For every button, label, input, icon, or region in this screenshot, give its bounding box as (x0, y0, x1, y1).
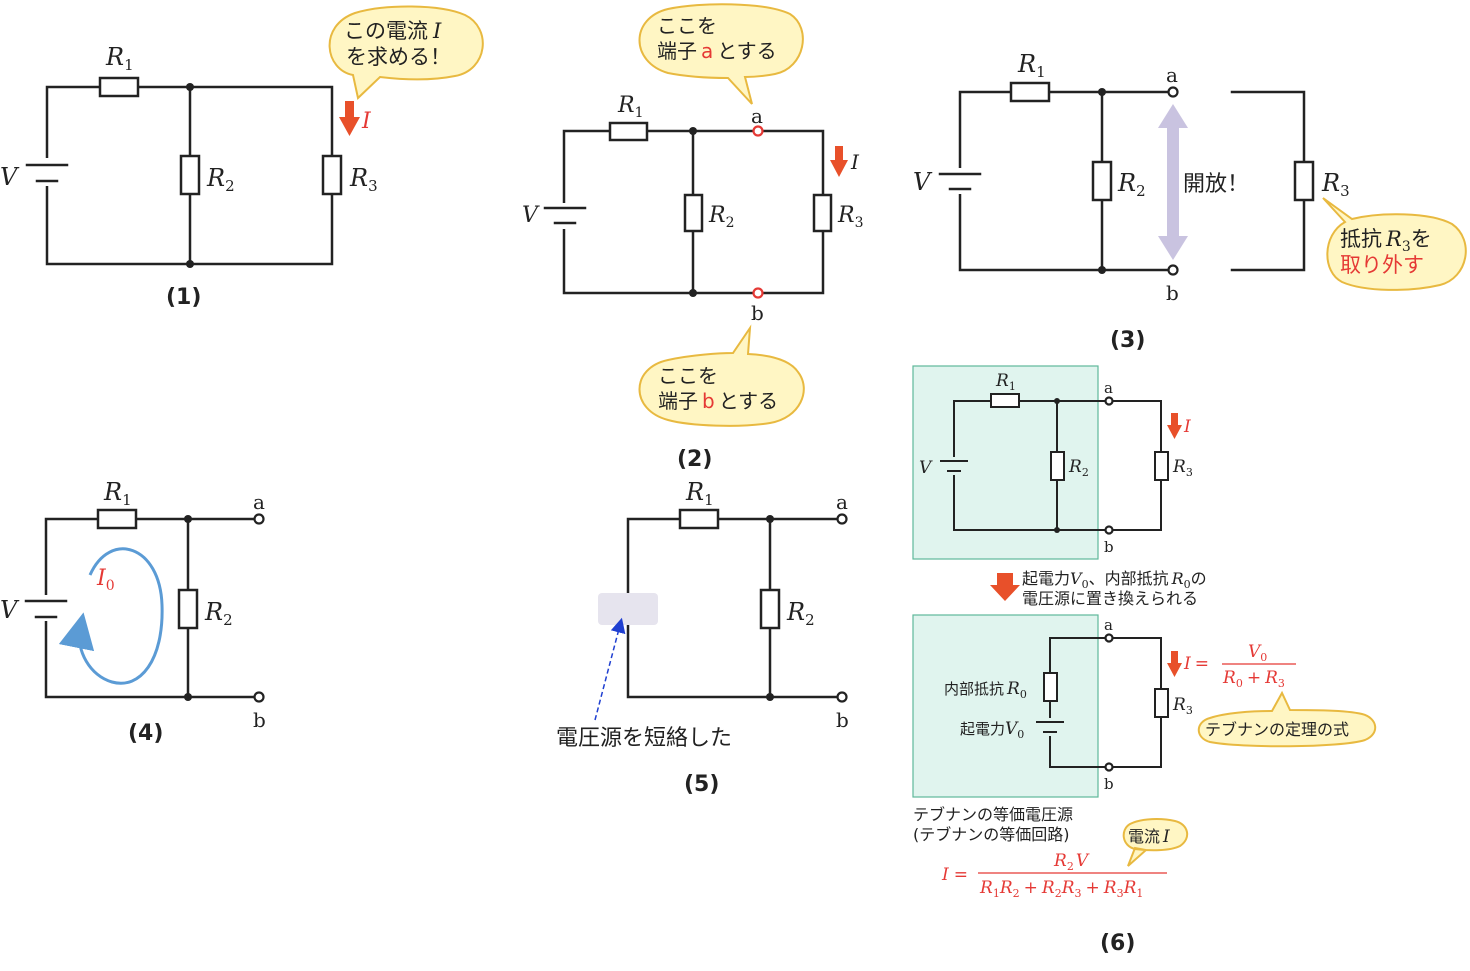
svg-text:R0+R3: R0+R3 (1222, 668, 1285, 690)
shorted-label: 電圧源を短絡した (556, 726, 732, 751)
caption-5: (5) (684, 772, 719, 797)
svg-text:b: b (1166, 281, 1179, 305)
caption-2: (2) (677, 447, 712, 472)
svg-text:テブナンの等価電圧源: テブナンの等価電圧源 (913, 805, 1073, 824)
label-i0: I0 (96, 566, 115, 594)
svg-text:電流I: 電流I (1128, 827, 1170, 847)
svg-text:R1: R1 (103, 478, 132, 509)
svg-text:R1R2+R2R3+R3R1: R1R2+R2R3+R3R1 (979, 878, 1143, 900)
bubble-text-line2: を求める！ (346, 45, 451, 69)
svg-text:ここを: ここを (657, 14, 717, 38)
thevenin-box-lower (912, 614, 1099, 798)
svg-text:R1: R1 (685, 478, 714, 509)
svg-text:a: a (253, 490, 265, 514)
shorted-source-highlight (598, 593, 658, 625)
svg-text:電圧源に置き換えられる: 電圧源に置き換えられる (1022, 589, 1198, 608)
svg-text:I: I (1183, 417, 1191, 437)
speech-bubble-terminal-b (638, 324, 805, 427)
svg-text:b: b (836, 708, 849, 732)
speech-bubble-thevenin-formula (1197, 690, 1377, 748)
resistor-r1 (98, 76, 140, 98)
speech-bubble-remove-r3 (1322, 197, 1467, 291)
svg-text:a: a (1104, 379, 1113, 397)
pointer-arrow-icon (594, 617, 626, 721)
svg-text:V: V (913, 168, 933, 196)
svg-text:起電力V0: 起電力V0 (960, 719, 1024, 741)
open-label: 開放！ (1183, 172, 1249, 197)
label-r3: R3 (349, 164, 378, 195)
svg-text:V0: V0 (1248, 642, 1267, 664)
circuit-4: a b V R1 R2 I0 (4) (0, 478, 266, 746)
label-r1: R1 (105, 43, 134, 74)
svg-text:V: V (919, 458, 933, 478)
svg-text:R3: R3 (1172, 457, 1193, 479)
current-arrow-icon (830, 146, 848, 177)
svg-text:a: a (836, 490, 848, 514)
svg-text:b: b (751, 301, 764, 325)
svg-text:取り外す: 取り外す (1340, 253, 1424, 277)
svg-text:R3: R3 (1321, 169, 1350, 200)
svg-text:R3: R3 (837, 203, 864, 231)
svg-text:R2: R2 (708, 203, 735, 231)
terminal-b (752, 287, 764, 299)
svg-text:b: b (1104, 538, 1114, 556)
speech-bubble-find-current (328, 5, 484, 100)
svg-text:テブナンの定理の式: テブナンの定理の式 (1205, 720, 1349, 739)
svg-text:R2: R2 (204, 598, 233, 629)
svg-text:I: I (850, 150, 860, 174)
svg-text:b: b (1104, 775, 1114, 793)
speech-bubble-current-i (1122, 818, 1189, 867)
svg-text:R2: R2 (786, 598, 815, 629)
svg-text:R1: R1 (1017, 50, 1046, 81)
svg-text:a: a (1166, 63, 1178, 87)
caption-4: (4) (128, 721, 163, 746)
svg-text:R2: R2 (1117, 169, 1146, 200)
terminal-a (752, 125, 764, 137)
resistor-r3 (321, 154, 343, 196)
speech-bubble-terminal-a (638, 3, 804, 105)
svg-text:I=: I= (941, 865, 968, 885)
svg-text:a: a (751, 104, 763, 128)
svg-text:a: a (1104, 616, 1113, 634)
open-double-arrow-icon (1158, 104, 1188, 260)
svg-text:R1: R1 (995, 371, 1016, 393)
svg-text:(テブナンの等価回路): (テブナンの等価回路) (913, 825, 1070, 844)
svg-text:R1: R1 (617, 93, 644, 121)
caption-6: (6) (1100, 931, 1135, 956)
svg-text:R2: R2 (1068, 457, 1089, 479)
resistor-r2 (179, 154, 201, 196)
svg-text:b: b (253, 708, 266, 732)
svg-text:R3: R3 (1172, 695, 1193, 717)
circuit-5: a b R1 R2 電圧源を短絡した (5) (556, 478, 849, 797)
svg-text:R2V: R2V (1053, 851, 1090, 873)
svg-text:I=: I= (1183, 654, 1209, 674)
svg-text:ここを: ここを (658, 364, 718, 388)
svg-text:V: V (522, 203, 540, 228)
label-current-i: I (361, 109, 372, 134)
label-v: V (0, 163, 20, 191)
label-r2: R2 (206, 164, 235, 195)
svg-text:V: V (0, 596, 20, 624)
loop-current-icon (58, 547, 164, 685)
caption-3: (3) (1110, 328, 1145, 353)
replace-arrow-icon (990, 573, 1020, 601)
current-arrow-icon (339, 101, 360, 136)
caption-1: (1) (166, 285, 201, 310)
